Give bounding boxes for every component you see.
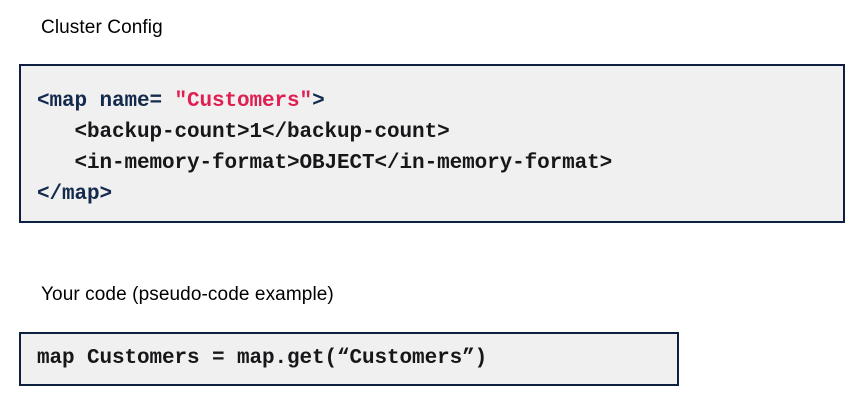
code-token-backup-count-line: <backup-count>1</backup-count> [37,121,450,144]
section-heading-your-code: Your code (pseudo-code example) [41,284,334,305]
code-block-cluster-config-text: <map name= "Customers"> <backup-count>1<… [37,86,843,210]
code-token-map-name-string: "Customers" [174,90,313,113]
code-block-your-code: map Customers = map.get(“Customers”) [19,332,679,386]
code-token-map-get-call: map Customers = map.get(“Customers”) [37,347,488,370]
code-token-map-close-tag: </map> [37,183,113,206]
section-heading-cluster-config: Cluster Config [41,17,163,38]
code-token-map-open-tag-close: > [312,90,325,113]
code-block-cluster-config: <map name= "Customers"> <backup-count>1<… [19,64,845,223]
code-block-your-code-text: map Customers = map.get(“Customers”) [37,345,487,373]
code-token-map-open-tag: <map name= [37,90,175,113]
code-token-in-memory-format-line: <in-memory-format>OBJECT</in-memory-form… [37,152,613,175]
